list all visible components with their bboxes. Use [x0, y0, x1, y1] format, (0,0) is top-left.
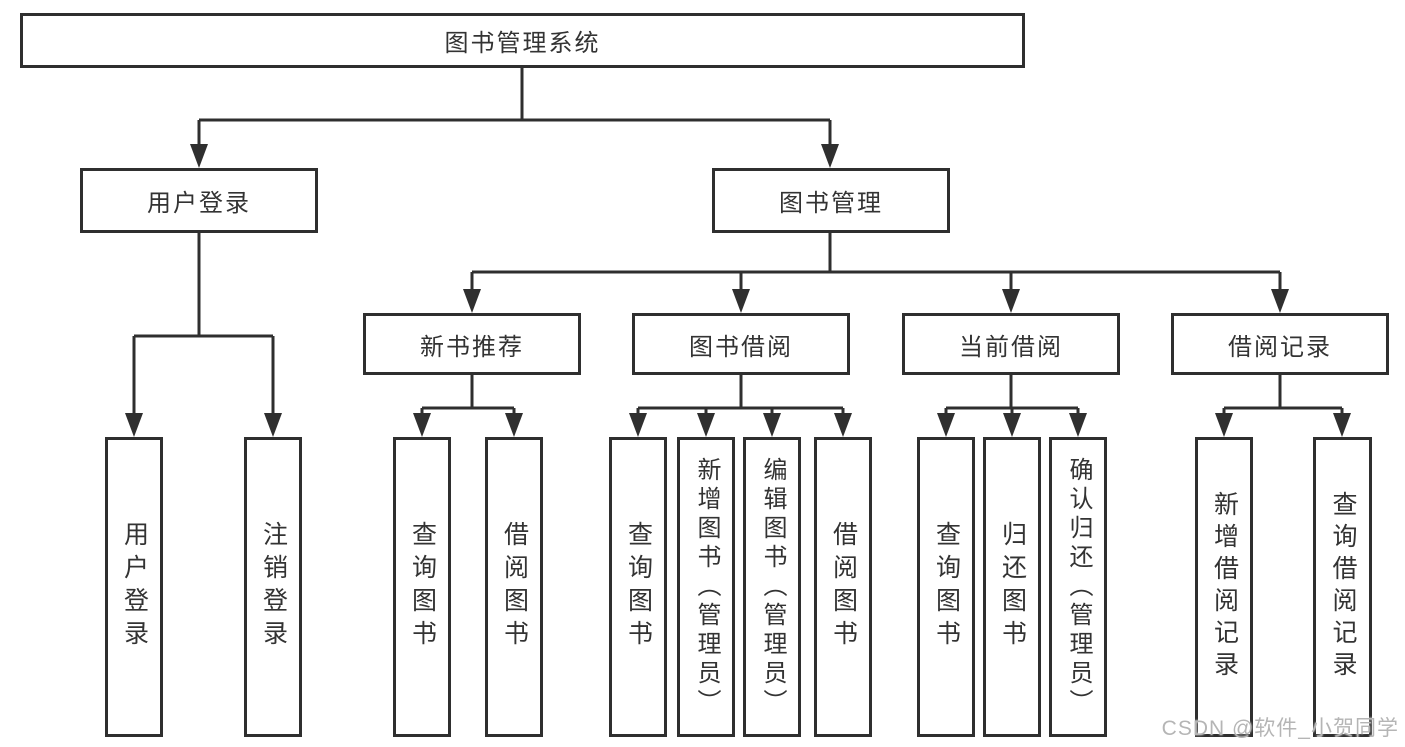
connector-book-management-branch [470, 233, 1282, 294]
leaf-user-login-label: 用户登录 [120, 521, 149, 653]
node-borrowing-records-label: 借阅记录 [1228, 333, 1332, 361]
node-new-book-recommendation: 新书推荐 [363, 313, 581, 375]
arrowheads [125, 144, 1351, 437]
leaf-user-login: 用户登录 [105, 437, 163, 737]
arrow-down-icon [1215, 413, 1233, 437]
watermark: CSDN @软件_小贺同学 [1161, 717, 1399, 740]
leaf-query-books-current: 查询图书 [917, 437, 975, 737]
leaf-borrow-books-borrow: 借阅图书 [814, 437, 872, 737]
leaf-query-books-recommend: 查询图书 [393, 437, 451, 737]
leaf-query-books-borrow: 查询图书 [609, 437, 667, 737]
leaf-edit-book-admin-label: 编辑图书（管理员） [759, 456, 786, 718]
node-book-management-label: 图书管理 [779, 190, 883, 217]
node-current-borrowing-label: 当前借阅 [959, 333, 1063, 361]
connector-new-book-branch [420, 375, 516, 418]
node-book-borrowing: 图书借阅 [632, 313, 850, 375]
arrow-down-icon [937, 413, 955, 437]
leaf-query-books-recommend-label: 查询图书 [408, 521, 437, 653]
arrow-down-icon [1333, 413, 1351, 437]
node-user-login-label: 用户登录 [147, 190, 251, 217]
leaf-query-borrow-record-label: 查询借阅记录 [1329, 491, 1357, 683]
node-borrowing-records: 借阅记录 [1171, 313, 1389, 375]
connector-current-borrowing-branch [944, 375, 1080, 418]
arrow-down-icon [463, 289, 481, 313]
arrow-down-icon [190, 144, 208, 168]
arrow-down-icon [763, 413, 781, 437]
arrow-down-icon [264, 413, 282, 437]
leaf-borrow-books-recommend: 借阅图书 [485, 437, 543, 737]
arrow-down-icon [505, 413, 523, 437]
connector-root-to-level2 [197, 68, 832, 148]
arrow-down-icon [629, 413, 647, 437]
leaf-query-borrow-record: 查询借阅记录 [1313, 437, 1372, 737]
leaf-add-book-admin: 新增图书（管理员） [677, 437, 735, 737]
arrow-down-icon [1003, 413, 1021, 437]
arrow-down-icon [697, 413, 715, 437]
arrow-down-icon [1069, 413, 1087, 437]
connector-borrowing-records-branch [1222, 375, 1344, 418]
arrow-down-icon [1271, 289, 1289, 313]
node-user-login: 用户登录 [80, 168, 318, 233]
leaf-edit-book-admin: 编辑图书（管理员） [743, 437, 801, 737]
leaf-borrow-books-recommend-label: 借阅图书 [500, 521, 529, 653]
arrow-down-icon [1002, 289, 1020, 313]
arrow-down-icon [834, 413, 852, 437]
arrow-down-icon [125, 413, 143, 437]
node-current-borrowing: 当前借阅 [902, 313, 1120, 375]
connector-user-login-branch [132, 233, 275, 418]
leaf-confirm-return-admin-label: 确认归还（管理员） [1065, 456, 1092, 718]
leaf-return-books-label: 归还图书 [998, 521, 1027, 653]
leaf-query-books-borrow-label: 查询图书 [624, 521, 653, 653]
node-library-system: 图书管理系统 [20, 13, 1025, 68]
arrow-down-icon [821, 144, 839, 168]
leaf-confirm-return-admin: 确认归还（管理员） [1049, 437, 1107, 737]
leaf-add-borrow-record-label: 新增借阅记录 [1210, 491, 1239, 683]
leaf-add-book-admin-label: 新增图书（管理员） [693, 456, 720, 718]
connector-book-borrowing-branch [636, 375, 845, 418]
node-library-system-label: 图书管理系统 [444, 30, 601, 57]
leaf-query-books-current-label: 查询图书 [932, 521, 961, 653]
node-book-management: 图书管理 [712, 168, 950, 233]
node-new-book-recommendation-label: 新书推荐 [420, 333, 524, 361]
leaf-logout: 注销登录 [244, 437, 302, 737]
leaf-borrow-books-borrow-label: 借阅图书 [829, 521, 858, 653]
node-book-borrowing-label: 图书借阅 [689, 333, 793, 361]
arrow-down-icon [732, 289, 750, 313]
leaf-add-borrow-record: 新增借阅记录 [1195, 437, 1253, 737]
leaf-logout-label: 注销登录 [259, 521, 288, 653]
leaf-return-books: 归还图书 [983, 437, 1041, 737]
arrow-down-icon [413, 413, 431, 437]
